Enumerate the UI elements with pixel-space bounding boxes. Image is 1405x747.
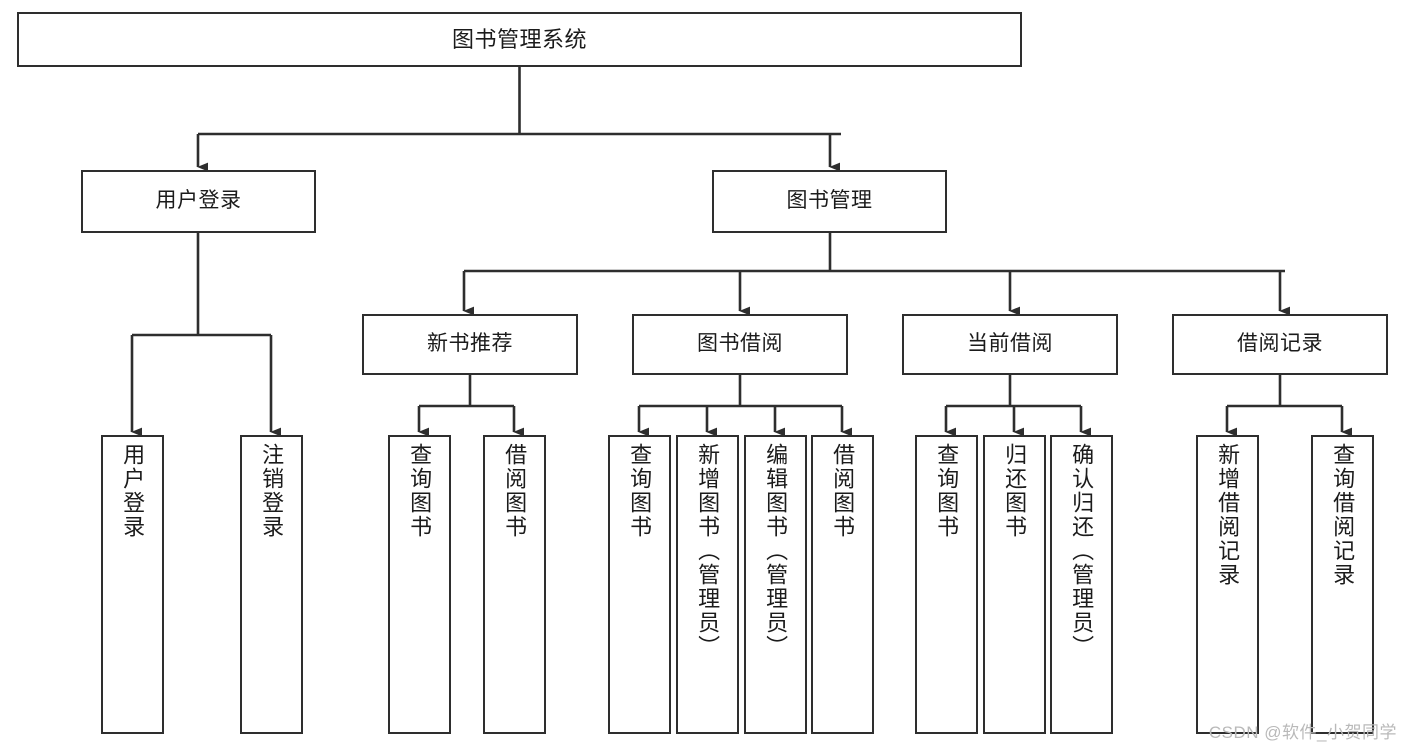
node-book-manage[interactable]: 图书管理 bbox=[712, 170, 947, 233]
node-leaf-add-record[interactable]: 新增借阅记录 bbox=[1196, 435, 1259, 734]
node-leaf-logout-login[interactable]: 注销登录 bbox=[240, 435, 303, 734]
node-leaf-confirm-return-label: 确认归还（管理员） bbox=[1069, 443, 1095, 659]
node-leaf-user-login[interactable]: 用户登录 bbox=[101, 435, 164, 734]
node-leaf-confirm-return[interactable]: 确认归还（管理员） bbox=[1050, 435, 1113, 734]
node-leaf-add-book[interactable]: 新增图书（管理员） bbox=[676, 435, 739, 734]
node-leaf-query-book-2[interactable]: 查询图书 bbox=[608, 435, 671, 734]
node-user-login-label: 用户登录 bbox=[155, 189, 242, 213]
node-user-login[interactable]: 用户登录 bbox=[81, 170, 316, 233]
node-leaf-query-book-3[interactable]: 查询图书 bbox=[915, 435, 978, 734]
node-current-borrow-label: 当前借阅 bbox=[967, 332, 1053, 356]
node-root[interactable]: 图书管理系统 bbox=[17, 12, 1022, 67]
node-leaf-return-book-label: 归还图书 bbox=[1002, 443, 1028, 539]
node-book-manage-label: 图书管理 bbox=[786, 189, 873, 213]
node-leaf-borrow-book-1-label: 借阅图书 bbox=[502, 443, 528, 539]
node-current-borrow[interactable]: 当前借阅 bbox=[902, 314, 1118, 375]
node-leaf-user-login-label: 用户登录 bbox=[120, 443, 146, 539]
node-leaf-query-record[interactable]: 查询借阅记录 bbox=[1311, 435, 1374, 734]
node-new-book-recommend-label: 新书推荐 bbox=[427, 332, 513, 356]
node-leaf-query-book-2-label: 查询图书 bbox=[627, 443, 653, 539]
node-leaf-borrow-book-1[interactable]: 借阅图书 bbox=[483, 435, 546, 734]
node-new-book-recommend[interactable]: 新书推荐 bbox=[362, 314, 578, 375]
node-book-borrow-label: 图书借阅 bbox=[697, 332, 783, 356]
node-leaf-borrow-book-2[interactable]: 借阅图书 bbox=[811, 435, 874, 734]
node-leaf-add-book-label: 新增图书（管理员） bbox=[695, 443, 721, 659]
node-borrow-record-label: 借阅记录 bbox=[1237, 332, 1323, 356]
watermark-text: CSDN @软件_小贺同学 bbox=[1208, 723, 1397, 742]
node-borrow-record[interactable]: 借阅记录 bbox=[1172, 314, 1388, 375]
node-leaf-query-record-label: 查询借阅记录 bbox=[1330, 443, 1356, 587]
node-book-borrow[interactable]: 图书借阅 bbox=[632, 314, 848, 375]
node-leaf-query-book-3-label: 查询图书 bbox=[934, 443, 960, 539]
node-leaf-return-book[interactable]: 归还图书 bbox=[983, 435, 1046, 734]
node-leaf-edit-book[interactable]: 编辑图书（管理员） bbox=[744, 435, 807, 734]
node-leaf-add-record-label: 新增借阅记录 bbox=[1215, 443, 1241, 587]
node-leaf-query-book-1-label: 查询图书 bbox=[407, 443, 433, 539]
node-root-label: 图书管理系统 bbox=[451, 26, 587, 52]
node-leaf-query-book-1[interactable]: 查询图书 bbox=[388, 435, 451, 734]
node-leaf-edit-book-label: 编辑图书（管理员） bbox=[763, 443, 789, 659]
node-leaf-logout-login-label: 注销登录 bbox=[259, 443, 285, 539]
node-leaf-borrow-book-2-label: 借阅图书 bbox=[830, 443, 856, 539]
